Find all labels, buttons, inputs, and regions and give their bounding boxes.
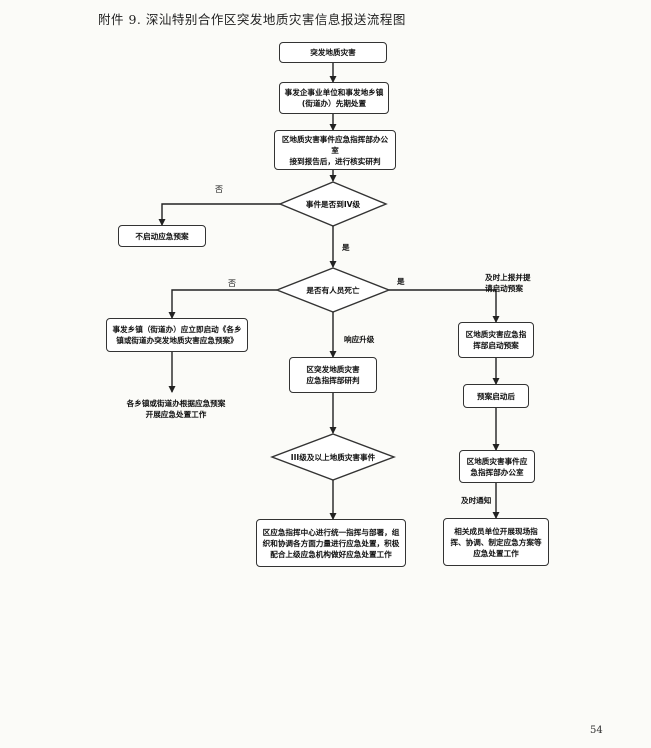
units-work-box: 相关成员单位开展现场指 挥、协调、制定应急方案等 应急处置工作: [443, 518, 549, 566]
edge-label-yes-casualty: 是: [397, 277, 405, 286]
center-action-box: 区应急指挥中心进行统一指挥与部署，组 织和协调各方面力量进行应急处置，积极 配合…: [256, 519, 406, 567]
decision-level-text: 事件是否到IV级: [305, 199, 361, 209]
edge-label-upgrade: 响应升级: [344, 335, 375, 344]
first-response-box: 事发企事业单位和事发地乡镇 (街道办）先期处置: [279, 82, 389, 114]
page-number: 54: [590, 725, 603, 736]
decision-major-text: III级及以上地质灾害事件: [290, 452, 376, 462]
hq-office-box: 区地质灾害事件应 急指挥部办公室: [459, 450, 535, 483]
decision-casualty-text: 是否有人员死亡: [306, 285, 360, 295]
edge-label-report-up: 及时上报并提 请启动预案: [485, 273, 531, 293]
edge-label-no-level: 否: [215, 185, 223, 194]
start-box: 突发地质灾害: [279, 42, 387, 63]
plan-started-box: 预案启动后: [463, 384, 529, 408]
arrow-casualty-yes: [389, 289, 500, 323]
page-title: 附件 9. 深汕特别合作区突发地质灾害信息报送流程图: [98, 12, 406, 27]
arrow-level-no: [158, 203, 280, 226]
edge-label-yes-level: 是: [342, 243, 350, 252]
edge-label-no-casualty: 否: [228, 279, 236, 288]
hq-judge-box: 区突发地质灾害 应急指挥部研判: [289, 357, 377, 393]
town-plan-box: 事发乡镇（街道办）应立即启动《各乡 镇或街道办突发地质灾害应急预案》: [106, 318, 248, 352]
no-plan-box: 不启动应急预案: [118, 225, 206, 247]
office-verify-box: 区地质灾害事件应急指挥部办公室 接到报告后，进行核实研判: [274, 130, 396, 170]
hq-start-box: 区地质灾害应急指 挥部启动预案: [458, 322, 534, 358]
town-work-box: 各乡镇或街道办根据应急预案 开展应急处置工作: [126, 399, 226, 419]
edge-label-notify: 及时通知: [461, 496, 492, 505]
arrow-casualty-no: [168, 289, 277, 319]
